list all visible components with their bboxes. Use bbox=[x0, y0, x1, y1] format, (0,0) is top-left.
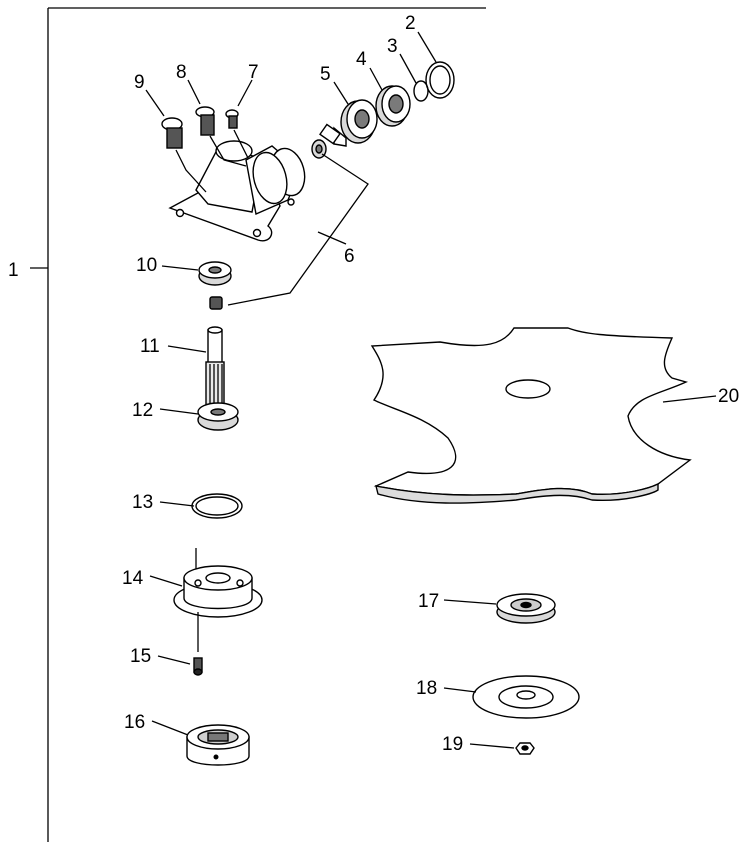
label-1: 1 bbox=[8, 260, 19, 281]
leader-9-to-housing bbox=[175, 149, 207, 193]
part-4-bearing bbox=[375, 85, 411, 127]
leader-8-to-housing bbox=[209, 135, 247, 167]
label-19: 19 bbox=[442, 734, 463, 755]
label-3: 3 bbox=[387, 36, 398, 57]
label-12: 12 bbox=[132, 400, 153, 421]
label-10: 10 bbox=[136, 255, 157, 276]
label-9: 9 bbox=[134, 72, 145, 93]
assembly-bracket bbox=[30, 7, 486, 842]
leader-lines bbox=[145, 31, 717, 749]
part-16-adapter bbox=[186, 724, 250, 766]
label-17: 17 bbox=[418, 591, 439, 612]
label-8: 8 bbox=[176, 62, 187, 83]
label-16: 16 bbox=[124, 712, 145, 733]
part-15-bolt bbox=[193, 657, 203, 676]
label-20: 20 bbox=[718, 386, 739, 407]
part-labels: 2 3 4 5 6 7 8 9 10 11 12 13 14 15 16 17 … bbox=[122, 13, 739, 755]
leader-6-gear bbox=[227, 153, 369, 306]
label-5: 5 bbox=[320, 64, 331, 85]
part-3-small-ring bbox=[413, 80, 429, 102]
part-14-guard-holder bbox=[173, 548, 263, 652]
part-7-screw bbox=[225, 109, 239, 129]
label-4: 4 bbox=[356, 49, 367, 70]
label-18: 18 bbox=[416, 678, 437, 699]
label-7: 7 bbox=[248, 62, 259, 83]
part-13-snap-ring bbox=[191, 493, 243, 519]
part-19-nut bbox=[515, 742, 535, 755]
leader-7-to-housing bbox=[233, 129, 249, 159]
part-18-cover bbox=[472, 675, 580, 719]
part-6-pinion-gear bbox=[311, 123, 347, 159]
part-9-screw bbox=[161, 117, 183, 149]
gearbox-housing bbox=[168, 140, 306, 242]
part-10-bearing bbox=[198, 261, 232, 286]
label-13: 13 bbox=[132, 492, 153, 513]
part-8-screw bbox=[195, 106, 215, 136]
part-5-bearing bbox=[340, 99, 378, 144]
label-14: 14 bbox=[122, 568, 144, 589]
label-15: 15 bbox=[130, 646, 151, 667]
part-6-small-gear bbox=[209, 296, 223, 310]
label-11: 11 bbox=[140, 336, 160, 357]
part-2-retaining-ring bbox=[425, 61, 455, 99]
label-6: 6 bbox=[344, 246, 355, 267]
part-12-bearing bbox=[197, 402, 239, 431]
label-2: 2 bbox=[405, 13, 416, 34]
part-17-blade-holder bbox=[496, 593, 556, 624]
part-20-blade bbox=[370, 327, 692, 504]
